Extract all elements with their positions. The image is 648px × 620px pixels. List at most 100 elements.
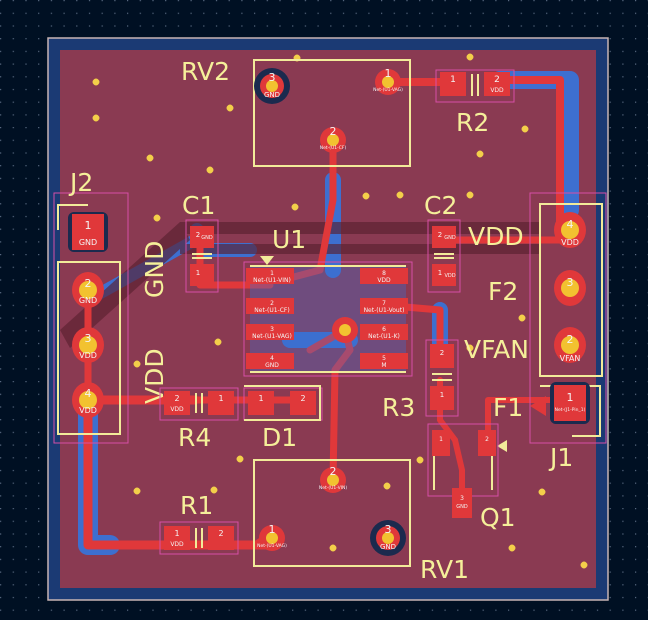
r1-pad-1[interactable] bbox=[164, 526, 190, 550]
u1-ic[interactable]: 1 Net-(U1-VIN) 2 Net-(U1-CF) 3 Net-(U1-V… bbox=[243, 225, 413, 377]
rv2-pin-3-number: 3 bbox=[269, 71, 276, 84]
u1-pad-7-net: Net-(U1-Vout) bbox=[364, 307, 405, 314]
r4-refdes: R4 bbox=[178, 423, 211, 452]
d1-pad-2[interactable] bbox=[290, 391, 316, 415]
u1-pad-8-net: VDD bbox=[377, 277, 391, 284]
rv1-pin-1-number: 1 bbox=[269, 523, 276, 536]
d1-pad-1[interactable] bbox=[248, 391, 274, 415]
u1-pad-8[interactable] bbox=[360, 268, 408, 284]
u1-pad-2-net: Net-(U1-CF) bbox=[254, 307, 289, 314]
q1-refdes: Q1 bbox=[480, 503, 516, 532]
j2-pad-1[interactable] bbox=[72, 214, 104, 250]
j1-pad-1[interactable] bbox=[554, 385, 586, 421]
r4-silk bbox=[195, 393, 203, 413]
c2-silk bbox=[434, 253, 454, 259]
d1-diode[interactable]: 1 2 D1 bbox=[243, 385, 323, 452]
r3-pad-2[interactable] bbox=[430, 344, 454, 368]
j2-pin-1-number: 1 bbox=[85, 219, 92, 232]
rv1-pad-2-hole bbox=[327, 474, 339, 486]
u1-pad-5[interactable] bbox=[360, 353, 408, 369]
u1-test-pad-hole bbox=[339, 324, 351, 336]
r3-pin-2-number: 2 bbox=[440, 349, 444, 357]
u1-pad-7[interactable] bbox=[360, 298, 408, 314]
rv1-pad-3-hole bbox=[382, 532, 394, 544]
c2-pad-1[interactable] bbox=[432, 264, 456, 286]
rv2-pad-3-net: GND bbox=[264, 91, 280, 99]
j1-pin-2-number: 2 bbox=[567, 333, 574, 346]
c1-capacitor[interactable]: 2 GND 1 C1 bbox=[182, 191, 219, 293]
j2-pad-2-net: GND bbox=[79, 296, 97, 305]
q1-pad-2[interactable] bbox=[478, 430, 496, 456]
j1-pin-4-number: 4 bbox=[567, 218, 574, 231]
r2-pin-1-number: 1 bbox=[450, 75, 456, 85]
u1-pin-6-number: 6 bbox=[382, 326, 386, 333]
r4-pad-2-net: VDD bbox=[170, 406, 184, 413]
rv1-refdes: RV1 bbox=[420, 555, 469, 584]
u1-pad-4[interactable] bbox=[246, 353, 294, 369]
u1-pad-6-net: Net-(U1-K) bbox=[368, 333, 400, 340]
rv1-potentiometer[interactable]: 2 Net-(U1-VIN) 1 Net-(U1-VAG) 3 GND RV1 bbox=[253, 459, 469, 584]
rv1-pad-2-net: Net-(U1-VIN) bbox=[319, 485, 348, 491]
u1-pad-5-net: M bbox=[381, 362, 386, 369]
u1-pin-4-number: 4 bbox=[270, 355, 274, 362]
c2-pad-2[interactable] bbox=[432, 226, 456, 248]
rv2-potentiometer[interactable]: 3 GND 1 Net-(U1-VAG) 2 Net-(U1-CF) RV2 bbox=[181, 57, 411, 167]
j2-pin-2-number: 2 bbox=[85, 277, 92, 290]
r4-pad-2[interactable] bbox=[164, 391, 190, 415]
j2-pin1-marker bbox=[57, 204, 88, 230]
r1-refdes: R1 bbox=[180, 491, 213, 520]
rv2-pad-1-hole bbox=[382, 76, 394, 88]
u1-pad-2[interactable] bbox=[246, 298, 294, 314]
c1-silk bbox=[192, 253, 212, 259]
j2-refdes: J2 bbox=[68, 168, 93, 197]
r2-resistor[interactable]: 1 2 VDD R2 bbox=[435, 69, 515, 137]
c1-refdes: C1 bbox=[182, 191, 215, 220]
c1-pad-1[interactable] bbox=[190, 264, 214, 286]
u1-pad-1-net: Net-(U1-VIN) bbox=[253, 277, 291, 284]
c1-pad-2[interactable] bbox=[190, 226, 214, 248]
q1-transistor[interactable]: 1 2 3 GND Q1 bbox=[427, 423, 516, 532]
f1-refdes: F1 bbox=[493, 393, 523, 422]
r2-pad-2-net: VDD bbox=[490, 87, 504, 94]
j1-pad-1-net: Net-(J1-Pin_1) bbox=[555, 407, 586, 413]
r1-pad-1-net: VDD bbox=[170, 541, 184, 548]
j2-courtyard bbox=[53, 192, 129, 444]
r1-pad-2[interactable] bbox=[208, 526, 234, 550]
j2-pad-1-net: GND bbox=[79, 238, 97, 247]
u1-pin-8-number: 8 bbox=[382, 270, 386, 277]
q1-pin-3-number: 3 bbox=[460, 495, 464, 502]
r2-pad-1[interactable] bbox=[440, 72, 466, 96]
q1-pin-1-number: 1 bbox=[439, 436, 443, 443]
j2-connector[interactable]: 1 GND 2 GND 3 VDD 4 VDD J2 bbox=[53, 168, 129, 444]
r4-pad-1[interactable] bbox=[208, 391, 234, 415]
c2-capacitor[interactable]: 2 GND 1 VDD C2 bbox=[424, 191, 461, 293]
rv2-pin-1-number: 1 bbox=[385, 67, 392, 80]
r4-resistor[interactable]: 2 VDD 1 R4 bbox=[159, 387, 239, 452]
r2-silk bbox=[471, 74, 479, 96]
r2-pin-2-number: 2 bbox=[494, 75, 500, 85]
u1-pad-3[interactable] bbox=[246, 324, 294, 340]
u1-pad-6[interactable] bbox=[360, 324, 408, 340]
r3-refdes: R3 bbox=[382, 393, 415, 422]
r1-silk bbox=[195, 528, 203, 548]
rv2-pad-2-hole bbox=[327, 134, 339, 146]
rv2-pad-2-net: Net-(U1-CF) bbox=[320, 145, 347, 151]
r3-courtyard bbox=[425, 339, 459, 417]
q1-pad-1[interactable] bbox=[432, 430, 450, 456]
r3-pad-1[interactable] bbox=[430, 386, 454, 410]
vias bbox=[92, 53, 588, 569]
u1-pad-1[interactable] bbox=[246, 268, 294, 284]
r1-resistor[interactable]: 1 VDD 2 R1 bbox=[159, 491, 239, 555]
rv2-pin-2-number: 2 bbox=[330, 125, 337, 138]
c1-pad-2-net: GND bbox=[201, 235, 213, 241]
j1-connector[interactable]: 4 VDD 3 2 VFAN 1 Net-(J1-Pin_1) J1 bbox=[529, 192, 607, 472]
r2-pad-2[interactable] bbox=[484, 72, 510, 96]
j1-refdes: J1 bbox=[548, 443, 573, 472]
q1-pad-3[interactable] bbox=[452, 488, 472, 518]
rv2-pad-1-net: Net-(U1-VAG) bbox=[373, 87, 403, 93]
c2-courtyard bbox=[427, 219, 461, 293]
q1-pin-2-number: 2 bbox=[485, 436, 489, 443]
r3-resistor[interactable]: 2 1 R3 bbox=[382, 339, 459, 422]
u1-pin-2-number: 2 bbox=[270, 300, 274, 307]
